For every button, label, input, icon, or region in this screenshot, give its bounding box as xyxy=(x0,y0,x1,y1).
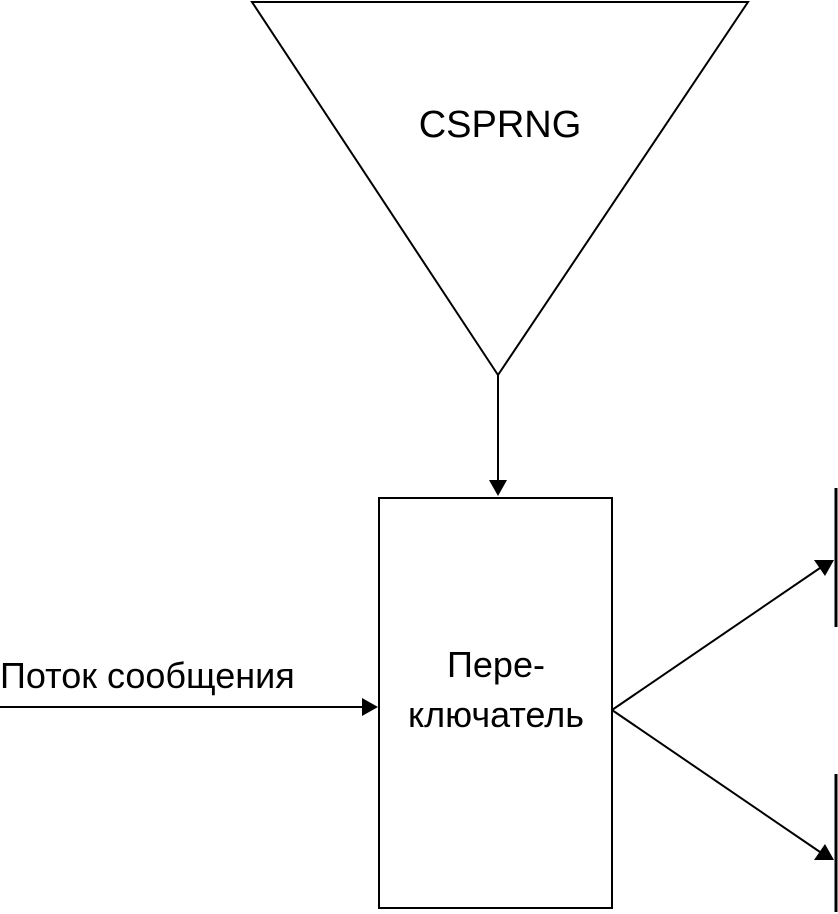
csprng-to-switch-arrowhead xyxy=(489,480,507,496)
switch-box xyxy=(378,497,613,909)
csprng-label: CSPRNG xyxy=(419,104,582,146)
output-lower-arrowhead xyxy=(814,844,834,860)
input-stream-arrowhead xyxy=(362,698,378,716)
output-upper-arrowhead xyxy=(814,560,834,576)
switch-label-line2: ключатель xyxy=(408,694,584,735)
output-upper-arrow xyxy=(611,567,821,711)
output-lower-arrow xyxy=(611,709,821,853)
input-stream-label: Поток сообщения xyxy=(0,655,295,696)
csprng-triangle xyxy=(250,1,750,377)
switch-label-line1: Пере- xyxy=(447,644,545,685)
